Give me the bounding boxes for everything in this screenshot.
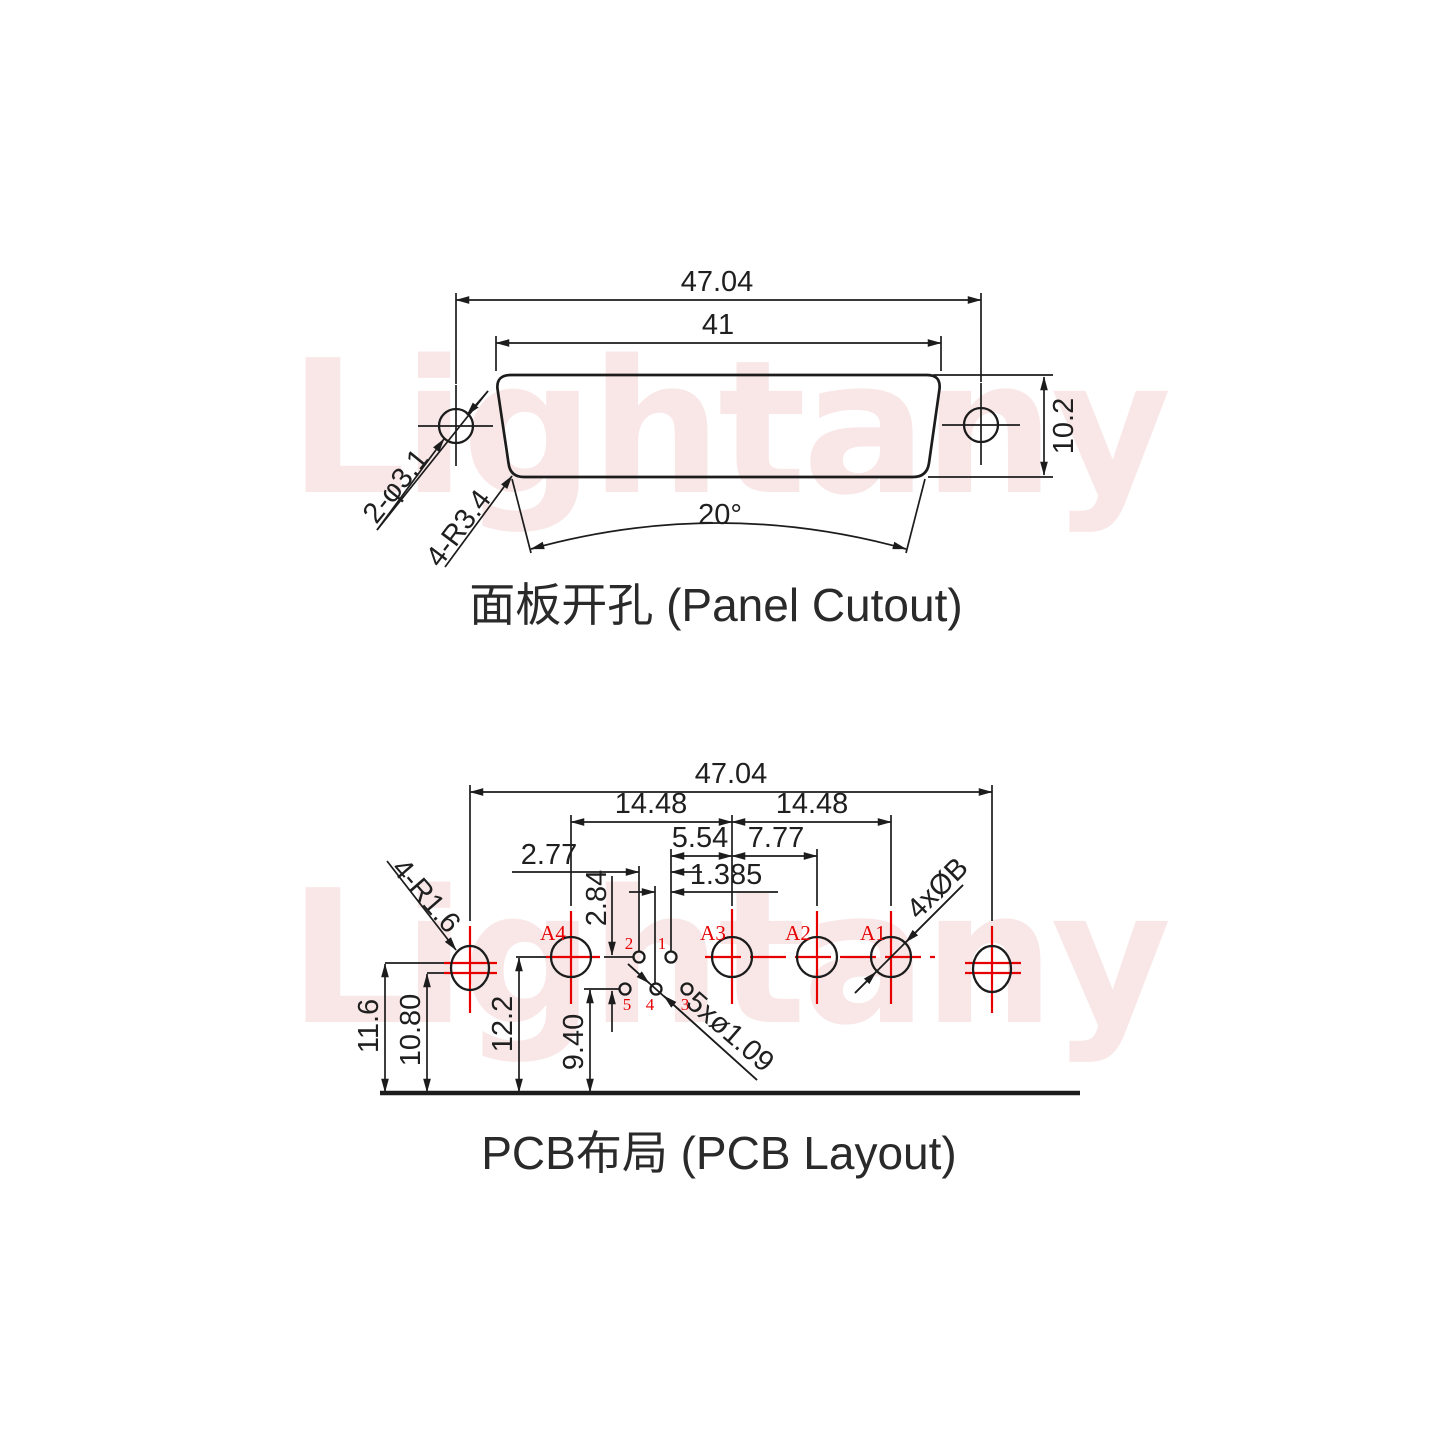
pcb-mount-hole-right xyxy=(971,944,1013,994)
pcb-hole-a2-label: A2 xyxy=(785,921,811,945)
pcb-dim-mount-lower-text: 10.80 xyxy=(395,994,427,1067)
pcb-dim-a3a2-text: 7.77 xyxy=(748,822,804,854)
pcb-hole-a3-label: A3 xyxy=(700,921,726,945)
pcb-mount-hole-left xyxy=(449,944,491,992)
pcb-dim-row1-text: 12.2 xyxy=(487,996,519,1052)
pcb-hole-a1 xyxy=(869,935,913,979)
pcb-hole-a1-label: A1 xyxy=(860,921,886,945)
pcb-dim-overall-text: 47.04 xyxy=(695,758,768,790)
pcb-power-leader-arrow-upper xyxy=(905,884,964,943)
panel-dim-overall-text: 47.04 xyxy=(681,266,754,298)
pcb-pin-3 xyxy=(680,982,694,996)
pcb-signal-leader-arrow-lower xyxy=(663,995,758,1081)
panel-dim-height-text: 10.2 xyxy=(1048,398,1080,454)
pcb-pin-3-label: 3 xyxy=(681,995,690,1014)
pcb-hole-a4-label: A4 xyxy=(540,921,566,945)
pcb-pin-5-label: 5 xyxy=(623,995,632,1014)
watermark-top: Lightany xyxy=(289,320,1169,536)
pcb-dim-half-text: 1.385 xyxy=(690,859,763,891)
pcb-dim-a4a3-text: 14.48 xyxy=(615,788,688,820)
panel-angle-text: 20° xyxy=(698,499,742,531)
pcb-dim-pitch-text: 2.77 xyxy=(521,839,577,871)
pcb-hole-a3 xyxy=(710,935,754,979)
panel-angle-arc xyxy=(530,522,907,550)
pcb-pin-1 xyxy=(664,950,678,964)
panel-angle-flank-left xyxy=(511,478,532,554)
pcb-pin-1-label: 1 xyxy=(658,934,667,953)
pcb-dim-a3a1-text: 14.48 xyxy=(776,788,849,820)
pcb-hole-a4 xyxy=(549,935,593,979)
pcb-pin-2 xyxy=(632,950,646,964)
panel-cutout-outline xyxy=(496,373,941,479)
pcb-signal-leader-arrow-upper xyxy=(627,963,650,984)
panel-holes-leader-arrow-upper xyxy=(466,390,489,416)
pcb-power-leader-arrow-lower xyxy=(854,971,877,994)
pcb-hole-a2 xyxy=(795,935,839,979)
pcb-pin-5 xyxy=(618,982,632,996)
pcb-caption: PCB布局 (PCB Layout) xyxy=(481,1127,956,1179)
pcb-dim-pin1a3-text: 5.54 xyxy=(672,822,728,854)
panel-dim-opening-text: 41 xyxy=(702,309,734,341)
panel-radius-leader xyxy=(444,475,513,568)
pcb-radius-leader xyxy=(386,860,457,951)
pcb-dim-mount-upper-text: 11.6 xyxy=(353,999,385,1053)
pcb-dim-row2-text: 9.40 xyxy=(558,1014,590,1070)
pcb-dim-rows-text: 2.84 xyxy=(581,870,613,926)
pcb-pin-4 xyxy=(649,982,663,996)
pcb-pin-4-label: 4 xyxy=(646,995,655,1014)
panel-holes-leader-arrow-lower xyxy=(376,438,445,531)
panel-angle-flank-right xyxy=(905,478,926,554)
panel-caption: 面板开孔 (Panel Cutout) xyxy=(469,579,962,631)
pcb-pin-2-label: 2 xyxy=(625,934,634,953)
